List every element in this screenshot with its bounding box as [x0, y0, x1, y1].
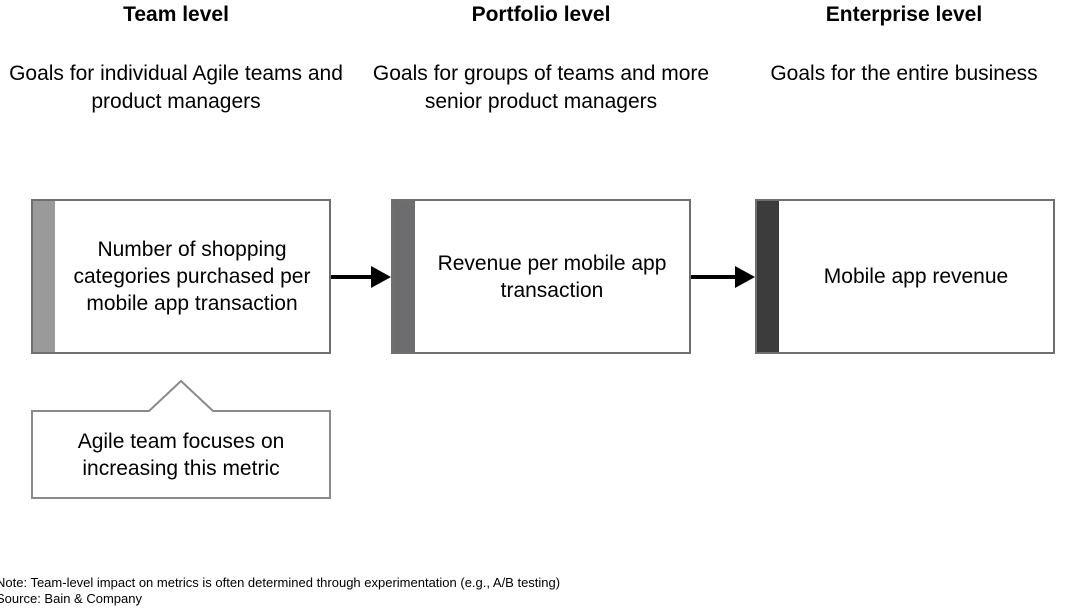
- enterprise-metric-box: Mobile app revenue: [755, 199, 1055, 354]
- portfolio-metric-box: Revenue per mobile app transaction: [391, 199, 691, 354]
- arrow-portfolio-to-enterprise: [691, 266, 755, 288]
- team-level-heading: Team level: [123, 3, 229, 26]
- enterprise-level-bar: [757, 201, 779, 352]
- enterprise-level-heading: Enterprise level: [825, 3, 983, 26]
- portfolio-metric-text: Revenue per mobile app transaction: [437, 251, 667, 302]
- team-metric-box: Number of shopping categories purchased …: [31, 199, 331, 354]
- portfolio-level-heading: Portfolio level: [471, 3, 611, 26]
- portfolio-level-bar: [393, 201, 415, 352]
- enterprise-level-description: Goals for the entire business: [770, 62, 1038, 85]
- team-level-bar: [33, 201, 55, 352]
- note-text: Note: Team-level impact on metrics is of…: [0, 575, 561, 590]
- portfolio-level-description: Goals for groups of teams and more senio…: [372, 62, 710, 113]
- team-focus-callout: Agile team focuses on increasing this me…: [31, 378, 331, 500]
- enterprise-metric-text: Mobile app revenue: [823, 265, 1009, 288]
- team-level-description: Goals for individual Agile teams and pro…: [9, 62, 343, 113]
- callout-text: Agile team focuses on increasing this me…: [77, 429, 285, 480]
- source-text: Source: Bain & Company: [0, 591, 142, 606]
- team-metric-text: Number of shopping categories purchased …: [73, 238, 311, 315]
- callout-shape: [31, 379, 331, 499]
- arrow-team-to-portfolio: [331, 266, 391, 288]
